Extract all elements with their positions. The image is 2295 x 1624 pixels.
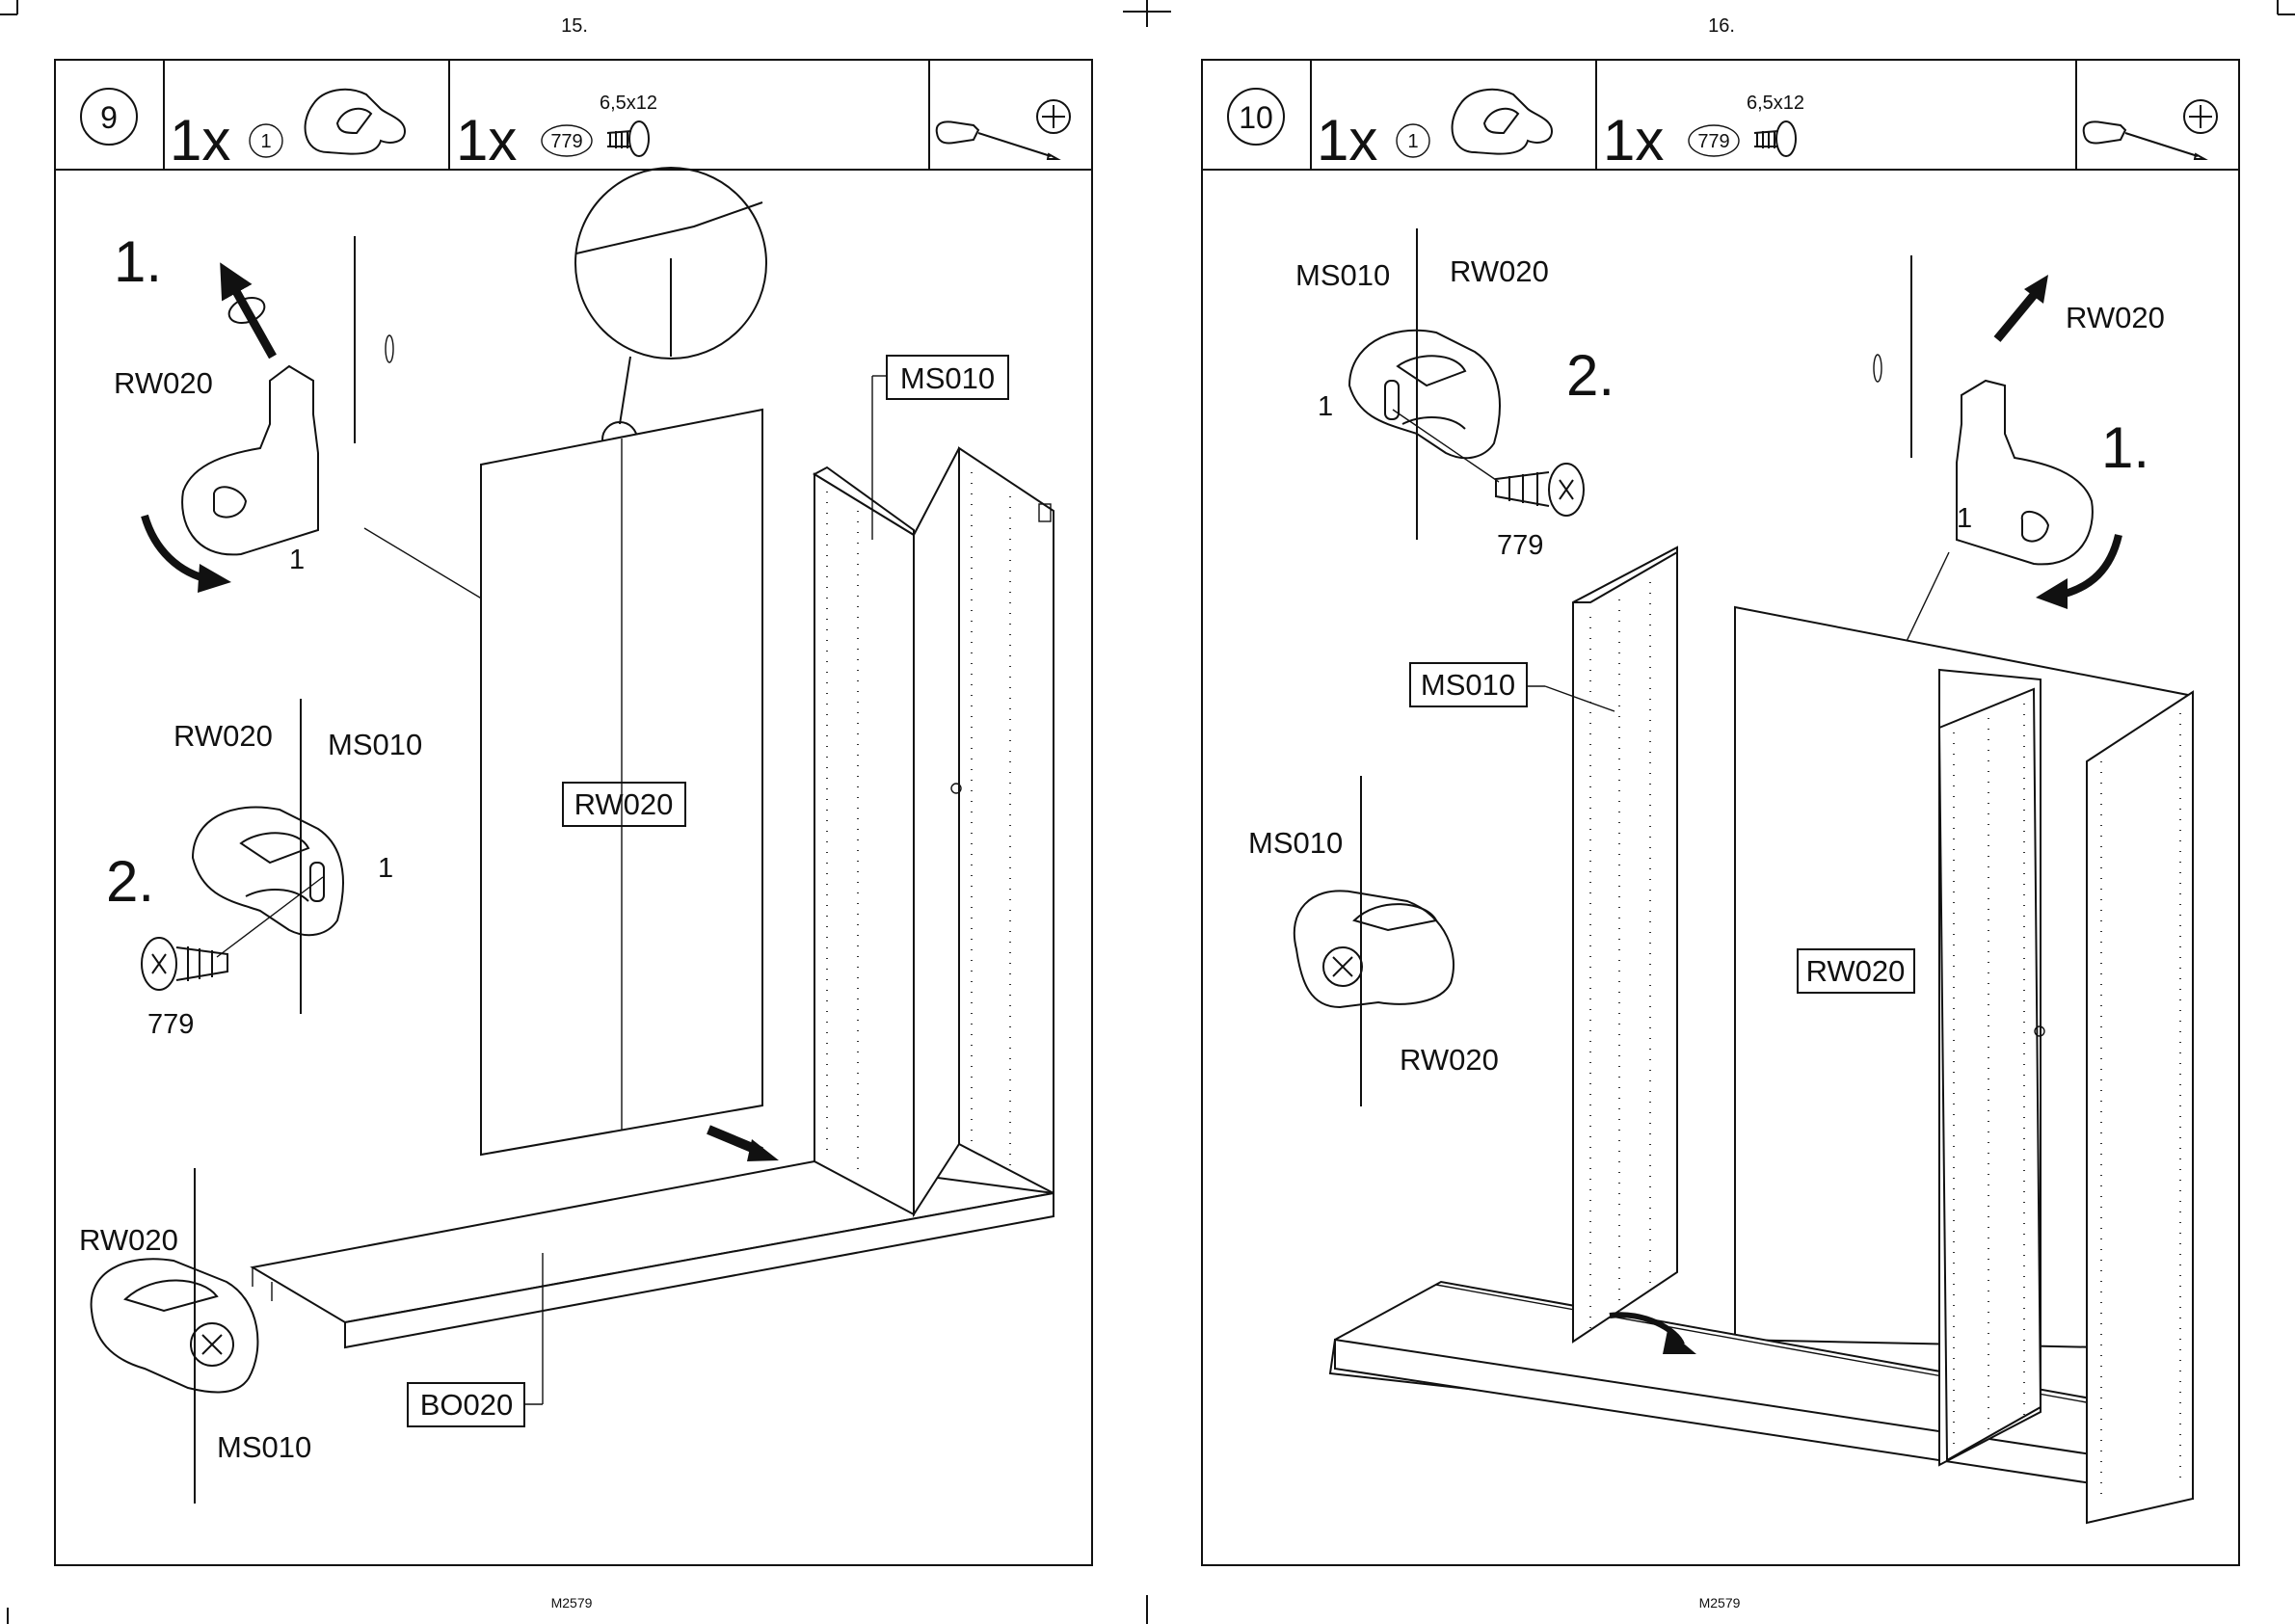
label-rw020-c: RW020 bbox=[1400, 1043, 1499, 1077]
phillips-head-icon bbox=[2184, 100, 2217, 133]
label-box-ms010-left: MS010 bbox=[887, 356, 1008, 399]
svg-text:RW020: RW020 bbox=[1806, 954, 1906, 988]
step-9-panel: 9 1x 1 1x 779 6,5x12 1. bbox=[55, 60, 1092, 1565]
part-id-779: 779 bbox=[550, 131, 582, 152]
label-779-b: 779 bbox=[147, 1009, 194, 1040]
step-number: 9 bbox=[100, 100, 118, 135]
label-1-a: 1 bbox=[289, 545, 305, 575]
screw-size: 6,5x12 bbox=[600, 93, 657, 114]
svg-text:RW020: RW020 bbox=[574, 787, 674, 821]
sub-step-1-left: 1. bbox=[114, 229, 162, 294]
cam-bracket-icon bbox=[1453, 90, 1552, 154]
phillips-head-icon bbox=[1037, 100, 1070, 133]
step-number: 10 bbox=[1239, 100, 1273, 135]
step-10-panel: 10 1x 1 1x 779 6,5x12 MS010 RW020 bbox=[1202, 60, 2239, 1565]
screw-detail-right bbox=[1496, 464, 1584, 516]
cam-bracket-detail-2 bbox=[193, 807, 343, 935]
screw-icon bbox=[607, 121, 649, 156]
label-box-rw020-right: RW020 bbox=[1798, 949, 1914, 993]
svg-text:MS010: MS010 bbox=[900, 361, 995, 395]
screw-icon bbox=[1754, 121, 1796, 156]
label-box-ms010-right: MS010 bbox=[1410, 663, 1527, 706]
label-779-a: 779 bbox=[1497, 530, 1543, 561]
label-rw020-b: RW020 bbox=[173, 719, 273, 753]
side-panel-ms010-right bbox=[1573, 547, 1677, 1342]
part-id-1: 1 bbox=[260, 131, 271, 152]
screw-size: 6,5x12 bbox=[1747, 93, 1804, 114]
label-ms010-b: MS010 bbox=[328, 728, 422, 761]
qty-part-779: 1x bbox=[1603, 108, 1664, 173]
label-1-b: 1 bbox=[1957, 503, 1972, 534]
cam-bracket-detail-a bbox=[1349, 331, 1500, 458]
screw-detail-left bbox=[142, 938, 227, 990]
label-ms010-a: MS010 bbox=[1295, 258, 1390, 292]
sub-step-2-right: 2. bbox=[1566, 343, 1615, 408]
cam-bracket-detail-b bbox=[1957, 381, 2093, 564]
qty-part-1: 1x bbox=[1317, 108, 1377, 173]
sub-step-2-left: 2. bbox=[106, 849, 154, 914]
qty-part-1: 1x bbox=[170, 108, 230, 173]
sub-step-1-right: 1. bbox=[2101, 415, 2149, 480]
svg-text:BO020: BO020 bbox=[420, 1388, 514, 1422]
label-ms010-c: MS010 bbox=[1248, 826, 1343, 860]
label-rw020-b: RW020 bbox=[2066, 301, 2165, 334]
label-rw020-a: RW020 bbox=[114, 366, 213, 400]
svg-text:MS010: MS010 bbox=[1421, 668, 1515, 702]
part-id-1: 1 bbox=[1407, 131, 1418, 152]
label-ms010-c: MS010 bbox=[217, 1430, 311, 1464]
screwdriver-icon bbox=[937, 121, 1057, 159]
label-box-rw020-left: RW020 bbox=[563, 783, 685, 826]
label-1-a: 1 bbox=[1318, 391, 1333, 422]
side-panel-ms010-b bbox=[959, 448, 1054, 1193]
label-rw020-a: RW020 bbox=[1450, 254, 1549, 288]
label-1-b: 1 bbox=[378, 853, 393, 884]
qty-part-779: 1x bbox=[456, 108, 517, 173]
side-panel-ms010-a bbox=[814, 474, 914, 1214]
cam-bracket-detail-c bbox=[1294, 891, 1454, 1007]
cam-bracket-detail-3 bbox=[92, 1259, 258, 1392]
screwdriver-icon bbox=[2084, 121, 2204, 159]
cam-bracket-icon bbox=[306, 90, 405, 154]
label-rw020-c: RW020 bbox=[79, 1223, 178, 1257]
label-box-bo020: BO020 bbox=[408, 1383, 524, 1426]
part-id-779: 779 bbox=[1697, 131, 1729, 152]
